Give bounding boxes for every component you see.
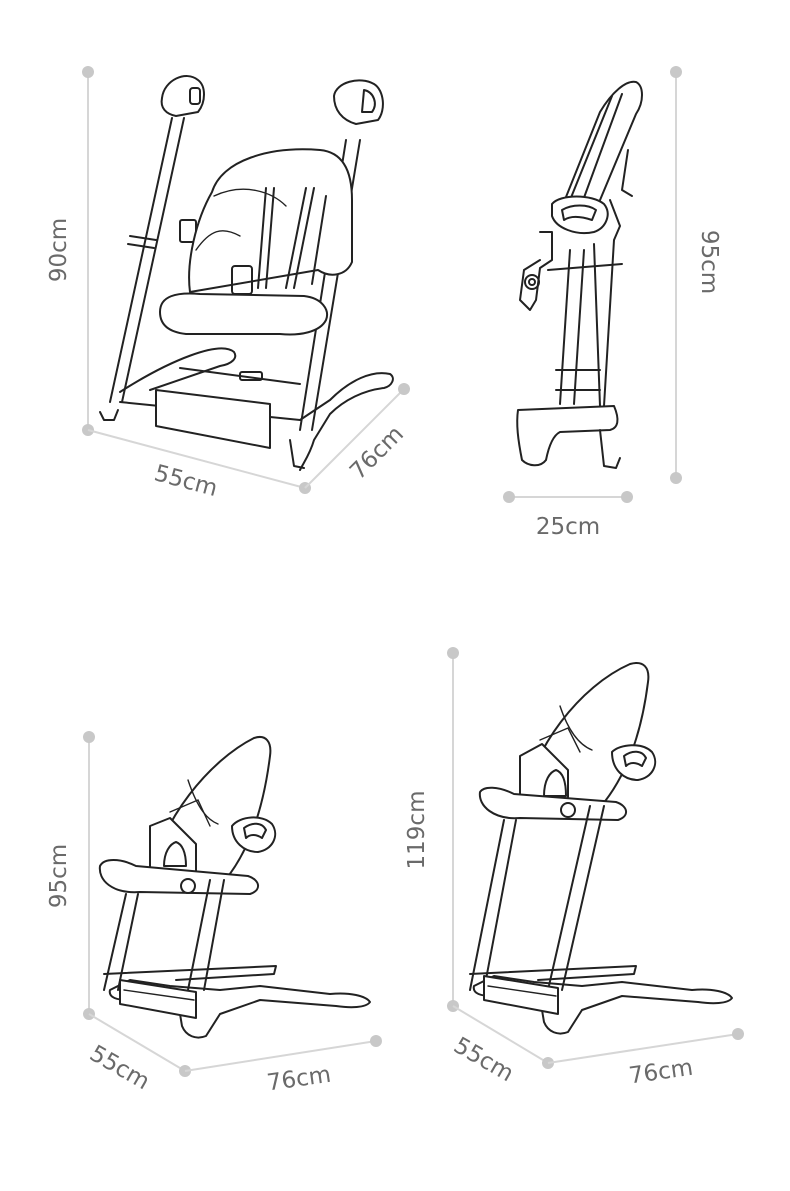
- depth-dimension: 76cm: [547, 1028, 744, 1090]
- width-label: 55cm: [85, 1041, 154, 1096]
- depth-label: 25cm: [536, 514, 600, 540]
- high-chair-high-drawing: [469, 662, 733, 1035]
- figure-folded-chair: 95cm 25cm: [503, 66, 722, 540]
- height-dimension: 95cm: [46, 731, 95, 1020]
- height-label: 95cm: [46, 844, 72, 908]
- depth-dimension: 25cm: [503, 491, 633, 540]
- width-dimension: 55cm: [85, 1013, 191, 1096]
- depth-label: 76cm: [265, 1062, 332, 1097]
- width-dimension: 55cm: [449, 1005, 554, 1088]
- depth-dimension: 76cm: [304, 383, 410, 489]
- width-label: 55cm: [151, 460, 220, 502]
- depth-label: 76cm: [627, 1055, 694, 1090]
- height-label: 90cm: [46, 218, 72, 282]
- depth-dimension: 76cm: [184, 1035, 382, 1097]
- height-dimension: 90cm: [46, 66, 94, 436]
- high-chair-folded-drawing: [516, 80, 643, 469]
- high-chair-open-drawing: [99, 75, 394, 471]
- high-chair-low-drawing: [98, 736, 371, 1039]
- height-dimension: 95cm: [670, 66, 722, 484]
- figure-low-chair: 95cm 55cm 76cm: [46, 731, 382, 1096]
- width-label: 55cm: [449, 1033, 518, 1088]
- height-label: 95cm: [696, 230, 722, 294]
- height-dimension: 119cm: [404, 647, 459, 1012]
- depth-label: 76cm: [345, 421, 409, 485]
- width-dimension: 55cm: [87, 429, 311, 502]
- figure-open-chair: 90cm 55cm 76cm: [46, 66, 410, 502]
- height-label: 119cm: [404, 791, 430, 870]
- figure-high-chair: 119cm 55cm 76cm: [404, 647, 744, 1089]
